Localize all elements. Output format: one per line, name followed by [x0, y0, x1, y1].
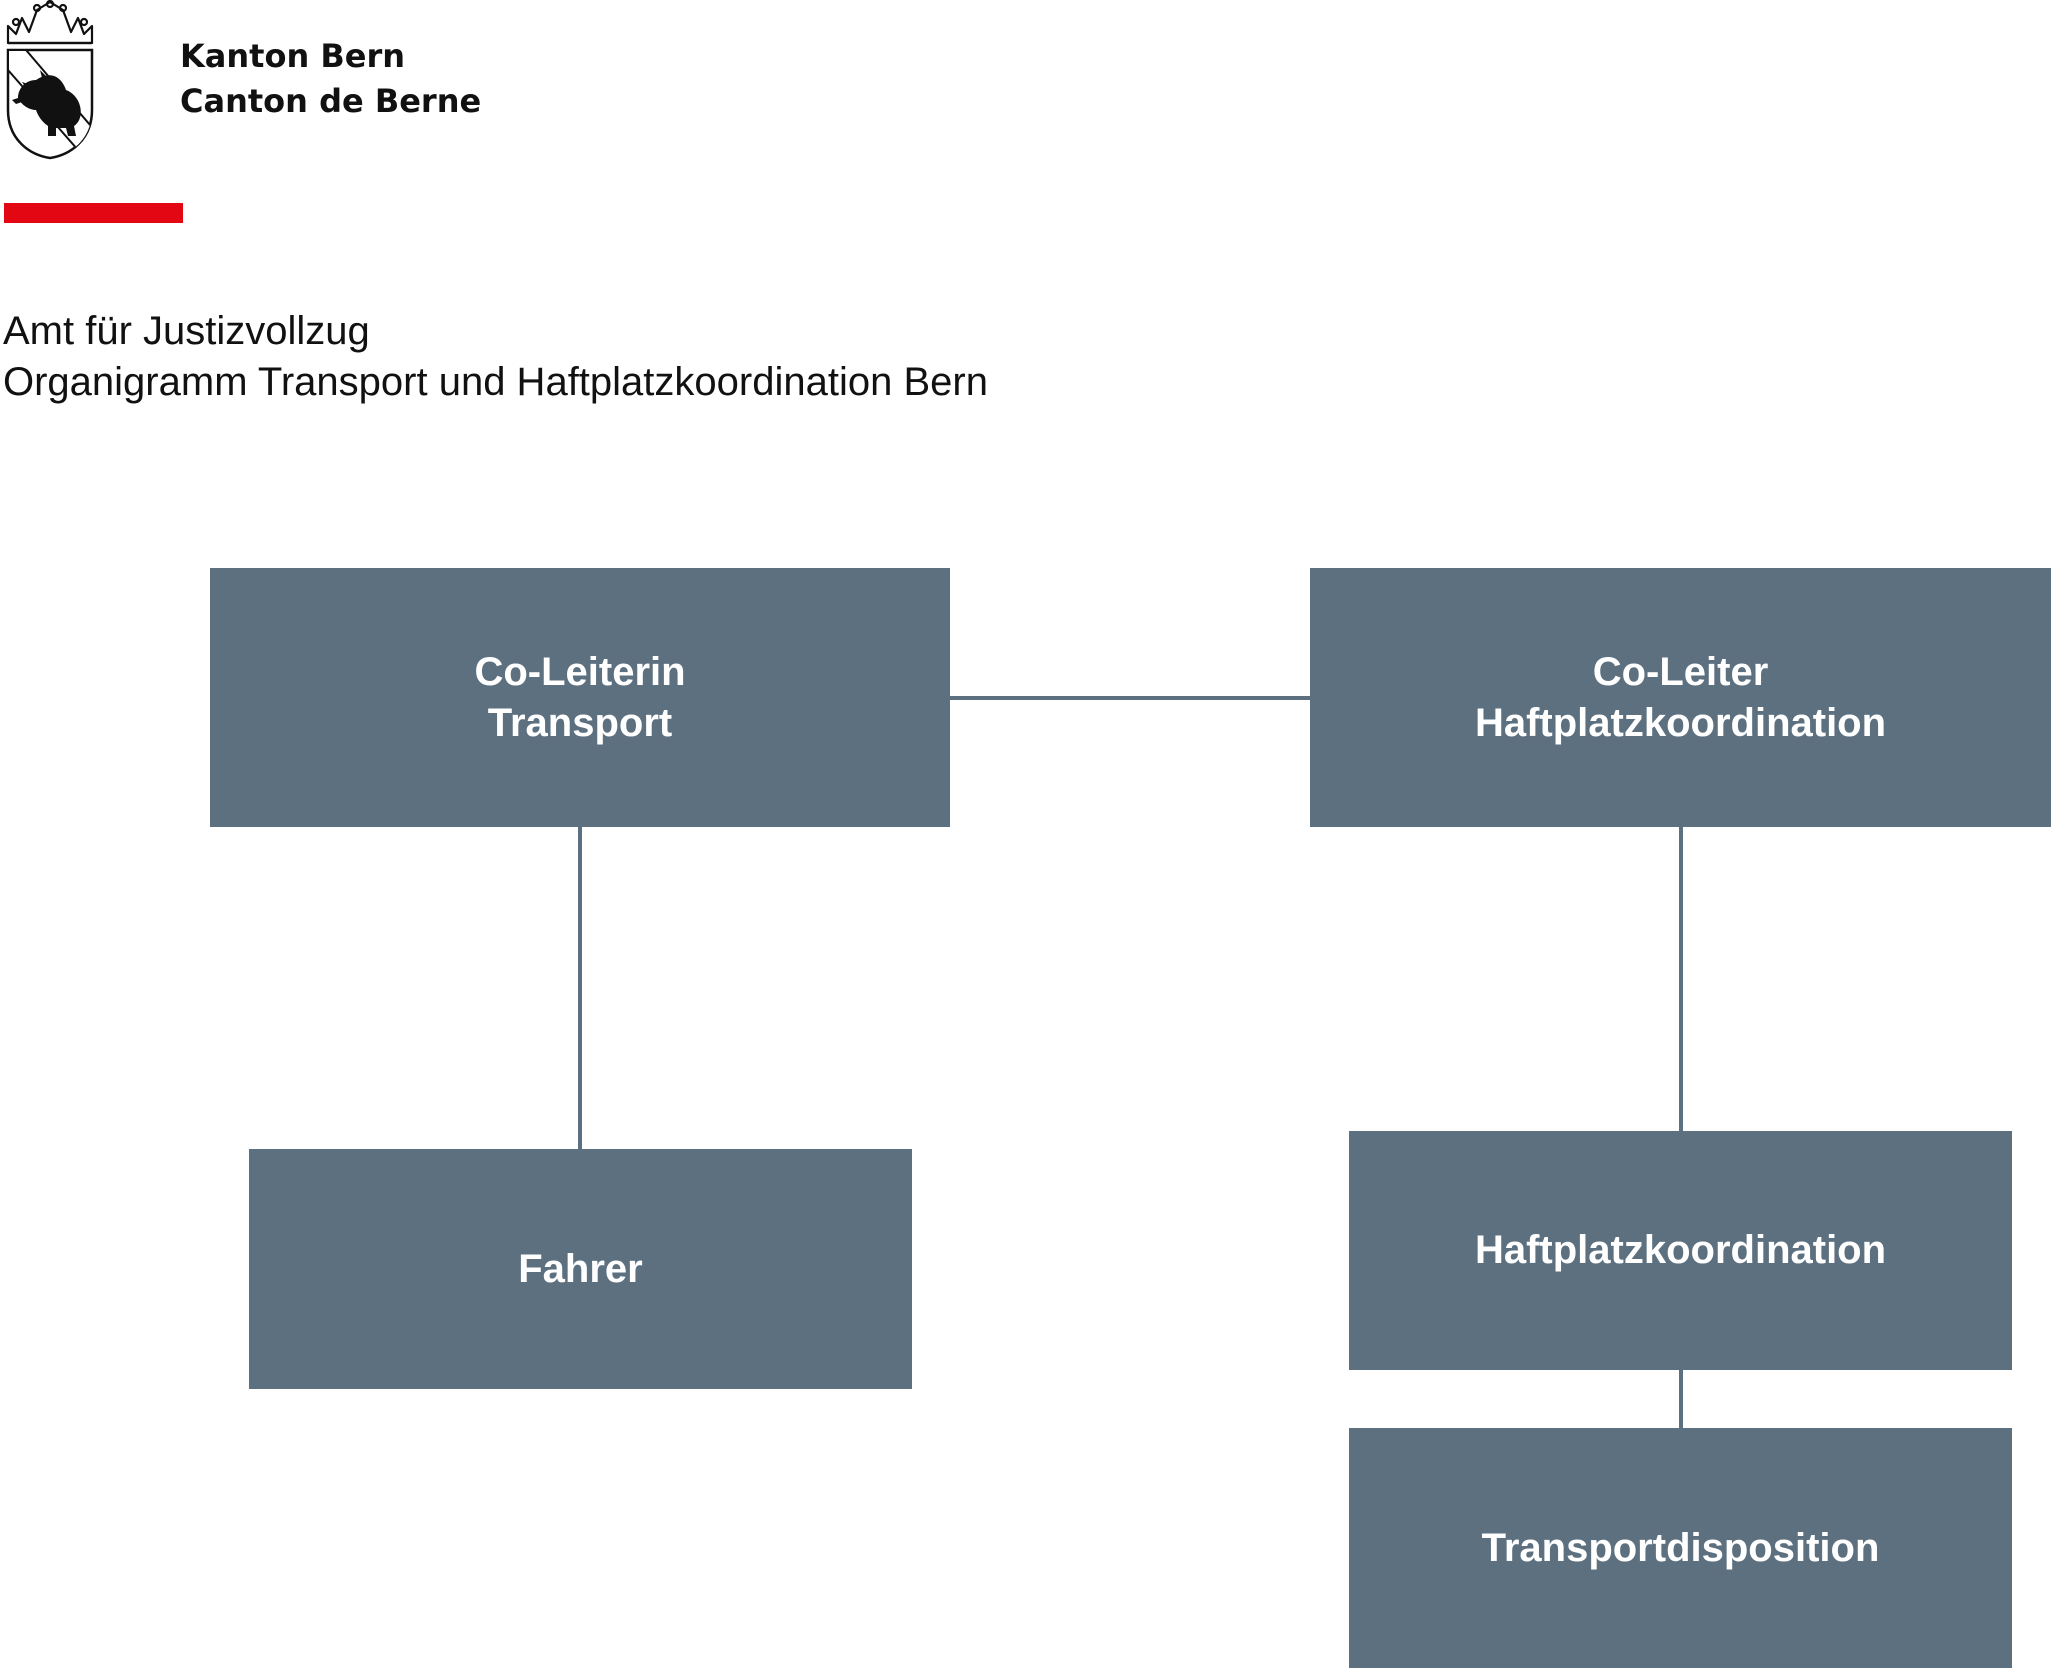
- connector-coleads: [950, 696, 1310, 700]
- brand-accent-bar: [4, 203, 183, 223]
- node-fahrer: Fahrer: [249, 1149, 912, 1389]
- node-co-leiterin-line2: Transport: [487, 700, 673, 745]
- node-co-leiter-line1: Co-Leiter: [1592, 649, 1769, 694]
- connector-haftplatz-disposition: [1679, 1370, 1683, 1428]
- node-transportdisposition-label: Transportdisposition: [1481, 1525, 1880, 1570]
- connector-transport-fahrer: [578, 827, 582, 1149]
- node-co-leiter-line2: Haftplatzkoordination: [1474, 700, 1887, 745]
- bear-icon: [12, 70, 81, 136]
- connector-haftplatz-lead: [1679, 827, 1683, 1131]
- node-fahrer-label: Fahrer: [518, 1246, 643, 1291]
- brand-name-french: Canton de Berne: [180, 82, 482, 120]
- node-co-leiter-haftplatz: Co-Leiter Haftplatzkoordination: [1310, 568, 2051, 827]
- node-co-leiterin-transport: Co-Leiterin Transport: [210, 568, 950, 827]
- node-transportdisposition: Transportdisposition: [1349, 1428, 2012, 1668]
- canton-crest-logo: [6, 0, 94, 160]
- crown-icon: [6, 0, 94, 45]
- brand-name-german: Kanton Bern: [180, 37, 406, 75]
- node-haftplatzkoordination-label: Haftplatzkoordination: [1474, 1228, 1887, 1272]
- node-co-leiterin-line1: Co-Leiterin: [474, 649, 686, 694]
- node-haftplatzkoordination: Haftplatzkoordination: [1349, 1131, 2012, 1370]
- office-title: Amt für Justizvollzug: [3, 309, 370, 353]
- chart-title: Organigramm Transport und Haftplatzkoord…: [3, 360, 988, 404]
